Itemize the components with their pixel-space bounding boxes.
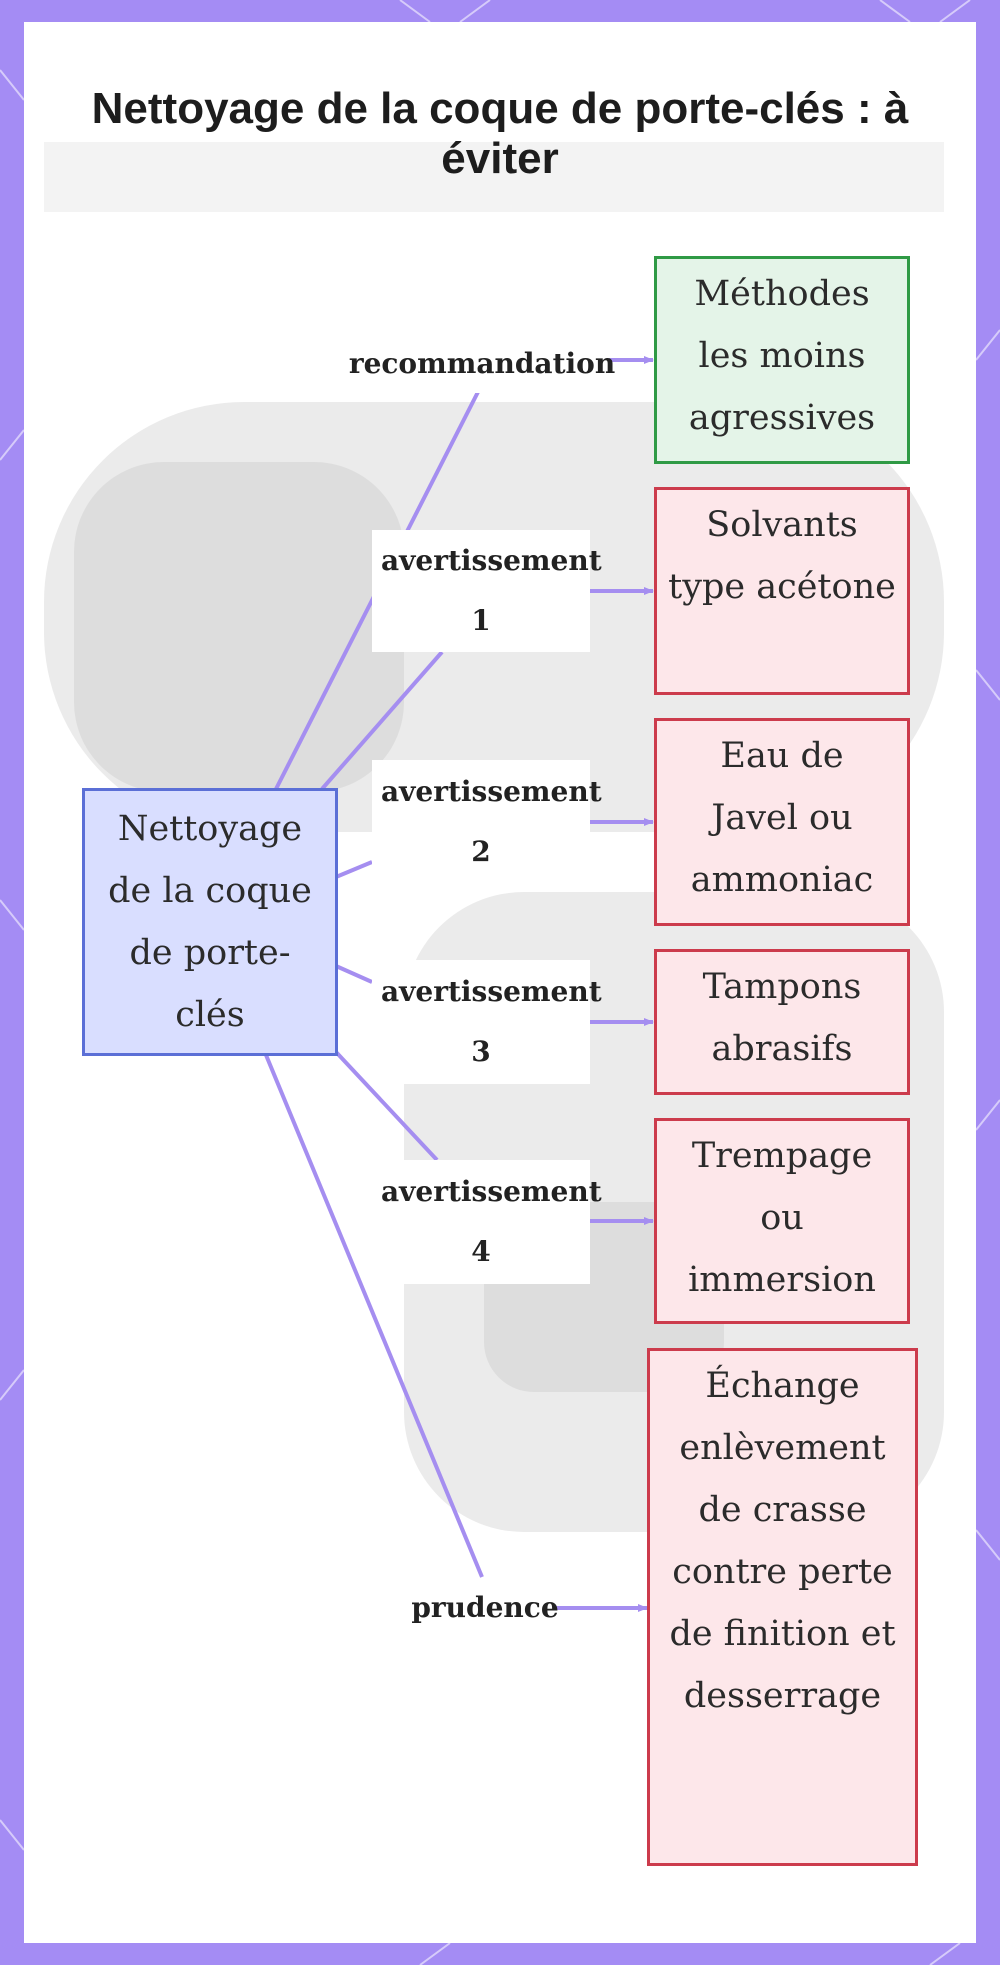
node-label: Tampons abrasifs <box>682 956 882 1080</box>
node-solvants-acetone: Solvants type acétone <box>654 487 910 695</box>
edge-label-prudence: prudence <box>415 1578 555 1638</box>
node-tampons-abrasifs: Tampons abrasifs <box>654 949 910 1095</box>
node-label: Trempage ou immersion <box>682 1125 882 1311</box>
edge-label-avertissement-1: avertissement 1 <box>372 530 590 652</box>
node-trempage-immersion: Trempage ou immersion <box>654 1118 910 1324</box>
connector-avertissement-3 <box>336 966 372 982</box>
edge-label-avertissement-2: avertissement 2 <box>372 760 590 884</box>
edge-label-recommandation: recommandation <box>355 335 609 393</box>
node-eau-de-javel-ammoniac: Eau de Javel ou ammoniac <box>654 718 910 926</box>
edge-label-avertissement-3: avertissement 3 <box>372 960 590 1084</box>
connector-prudence <box>266 1055 482 1577</box>
center-node: Nettoyage de la coque de porte-clés <box>82 788 338 1056</box>
node-label: Eau de Javel ou ammoniac <box>682 725 882 911</box>
node-label: Méthodes les moins agressives <box>682 263 882 449</box>
connector-avertissement-2 <box>336 862 372 877</box>
node-label: Solvants type acétone <box>667 494 897 618</box>
node-label: Échange enlèvement de crasse contre pert… <box>664 1355 902 1727</box>
node-methodes-moins-agressives: Méthodes les moins agressives <box>654 256 910 464</box>
center-node-label: Nettoyage de la coque de porte-clés <box>100 798 320 1046</box>
node-echange-crasse-finition: Échange enlèvement de crasse contre pert… <box>647 1348 918 1866</box>
edge-label-avertissement-4: avertissement 4 <box>372 1160 590 1284</box>
